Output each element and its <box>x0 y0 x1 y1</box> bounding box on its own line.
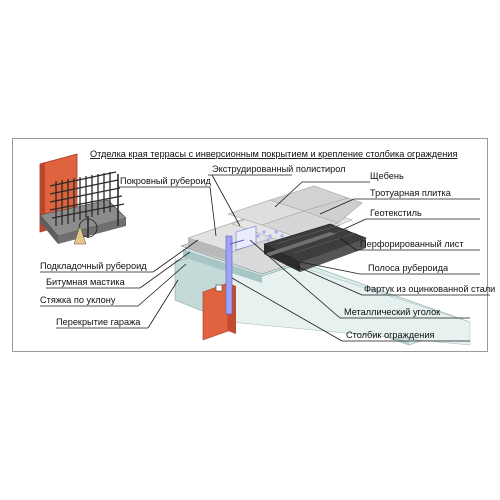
garage-brick-wall <box>202 282 229 341</box>
label-extrud-polystyrol: Экструдированный полистирол <box>212 164 346 174</box>
terrace-section <box>174 185 471 346</box>
inset-pencil-marker <box>73 225 87 245</box>
label-trotuarnaya-plitka: Тротуарная плитка <box>370 188 452 198</box>
railing-post <box>225 235 233 315</box>
metal-angle <box>235 225 257 251</box>
diagram-title: Отделка края террасы с инверсионным покр… <box>90 149 457 159</box>
label-pokrovny-ruberoid: Покровный рубероид <box>120 176 212 186</box>
paving-tiles <box>227 185 363 238</box>
label-polosa-ruberoida: Полоса рубероида <box>368 263 449 273</box>
leader-lines <box>40 174 490 342</box>
label-metall-ugolok: Металлический уголок <box>344 307 441 317</box>
inset-detail-circle <box>78 218 98 238</box>
label-styazhka: Стяжка по уклону <box>40 295 116 305</box>
inset-railing-grid <box>49 171 125 226</box>
label-fartuk: Фартук из оцинкованной стали <box>364 284 495 294</box>
label-stolbik: Столбик ограждения <box>346 330 434 340</box>
label-bitumnaya-mastika: Битумная мастика <box>46 277 126 287</box>
label-podkladochny-ruberoid: Подкладочный рубероид <box>40 261 147 271</box>
callout-labels: Покровный рубероид Экструдированный поли… <box>40 164 495 340</box>
label-geotekstil: Геотекстиль <box>370 208 422 218</box>
inset-slab-side <box>58 218 126 244</box>
galvanized-apron <box>264 232 336 256</box>
label-perforirovanny-list: Перфорированный лист <box>360 239 464 249</box>
label-shheben: Щебень <box>370 171 404 181</box>
inset-railing-illustration <box>39 153 127 245</box>
label-perekrytie: Перекрытие гаража <box>56 317 141 327</box>
inset-slab-front <box>40 215 58 244</box>
